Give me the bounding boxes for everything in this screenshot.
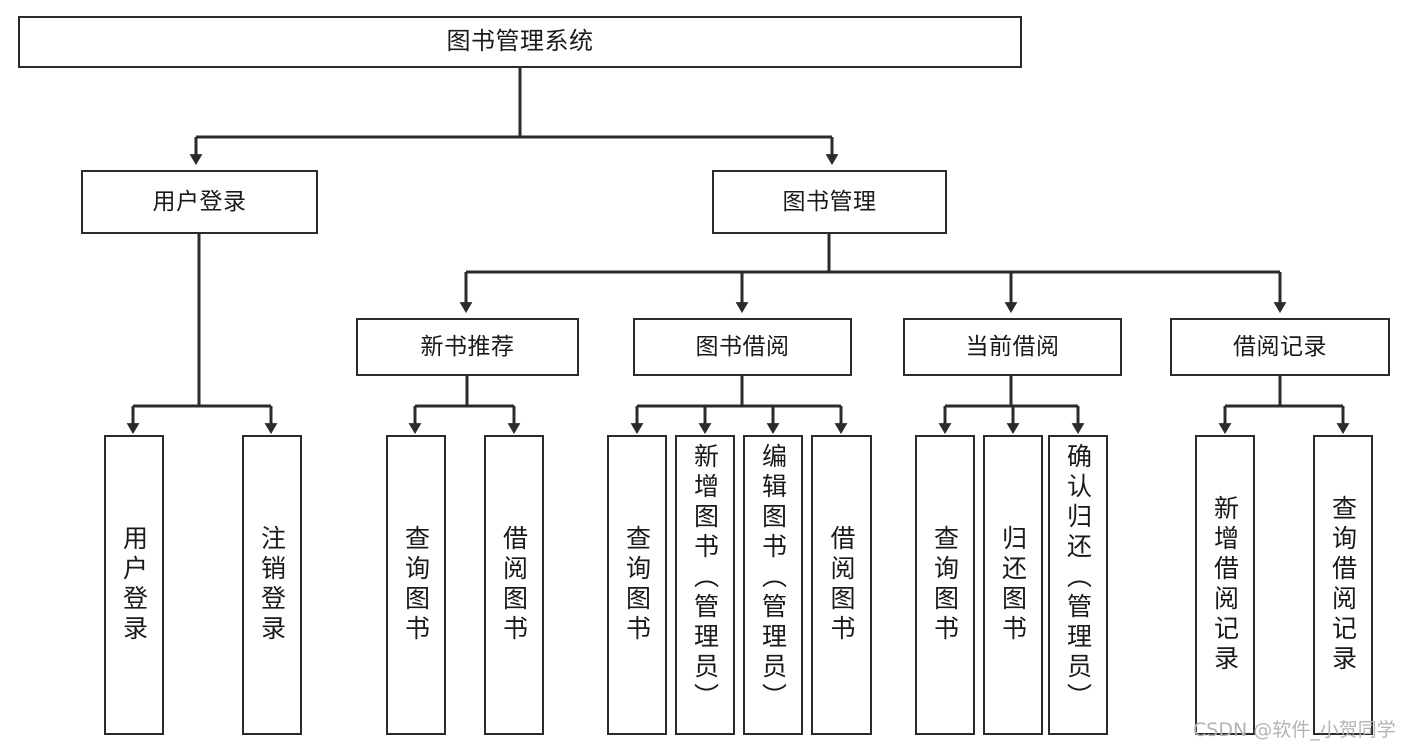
node-label: 借阅图书 <box>827 525 856 645</box>
node-label: 编辑图书（管理员） <box>758 443 788 713</box>
node-user-login[interactable]: 用户登录 <box>81 170 318 234</box>
node-current-borrow[interactable]: 当前借阅 <box>903 318 1122 376</box>
node-label: 查询图书 <box>401 525 431 645</box>
node-root-book-management-system[interactable]: 图书管理系统 <box>18 16 1022 68</box>
leaf-return-book[interactable]: 归还图书 <box>983 435 1043 735</box>
node-label: 借阅图书 <box>499 525 529 645</box>
node-label: 新增图书（管理员） <box>690 443 720 713</box>
node-label: 查询借阅记录 <box>1328 495 1358 675</box>
node-label: 图书管理系统 <box>446 27 594 56</box>
node-label: 归还图书 <box>998 525 1028 645</box>
leaf-borrow-book-recommend[interactable]: 借阅图书 <box>484 435 544 735</box>
node-label: 查询图书 <box>622 525 652 645</box>
node-borrow-record[interactable]: 借阅记录 <box>1170 318 1390 376</box>
csdn-watermark: CSDN @软件_小贺同学 <box>1193 719 1396 741</box>
node-label: 当前借阅 <box>965 333 1060 360</box>
leaf-borrow-book[interactable]: 借阅图书 <box>811 435 872 735</box>
node-book-borrow[interactable]: 图书借阅 <box>633 318 852 376</box>
node-label: 新书推荐 <box>420 333 515 360</box>
node-label: 图书管理 <box>782 188 877 215</box>
node-new-book-recommend[interactable]: 新书推荐 <box>356 318 579 376</box>
node-book-management[interactable]: 图书管理 <box>712 170 947 234</box>
leaf-query-borrow-record[interactable]: 查询借阅记录 <box>1313 435 1373 735</box>
leaf-edit-book-admin[interactable]: 编辑图书（管理员） <box>743 435 803 735</box>
node-label: 图书借阅 <box>695 333 790 360</box>
node-label: 用户登录 <box>119 525 149 645</box>
node-label: 借阅记录 <box>1233 333 1327 360</box>
leaf-query-book-current[interactable]: 查询图书 <box>915 435 975 735</box>
node-label: 查询图书 <box>930 525 960 645</box>
node-label: 用户登录 <box>152 188 247 215</box>
node-label: 注销登录 <box>257 525 287 645</box>
leaf-user-login[interactable]: 用户登录 <box>104 435 164 735</box>
leaf-confirm-return-admin[interactable]: 确认归还（管理员） <box>1048 435 1108 735</box>
leaf-add-book-admin[interactable]: 新增图书（管理员） <box>675 435 735 735</box>
leaf-query-book-recommend[interactable]: 查询图书 <box>386 435 446 735</box>
node-label: 确认归还（管理员） <box>1063 443 1093 713</box>
leaf-query-book-borrow[interactable]: 查询图书 <box>607 435 667 735</box>
leaf-logout-login[interactable]: 注销登录 <box>242 435 302 735</box>
node-label: 新增借阅记录 <box>1210 495 1240 675</box>
leaf-add-borrow-record[interactable]: 新增借阅记录 <box>1195 435 1255 735</box>
